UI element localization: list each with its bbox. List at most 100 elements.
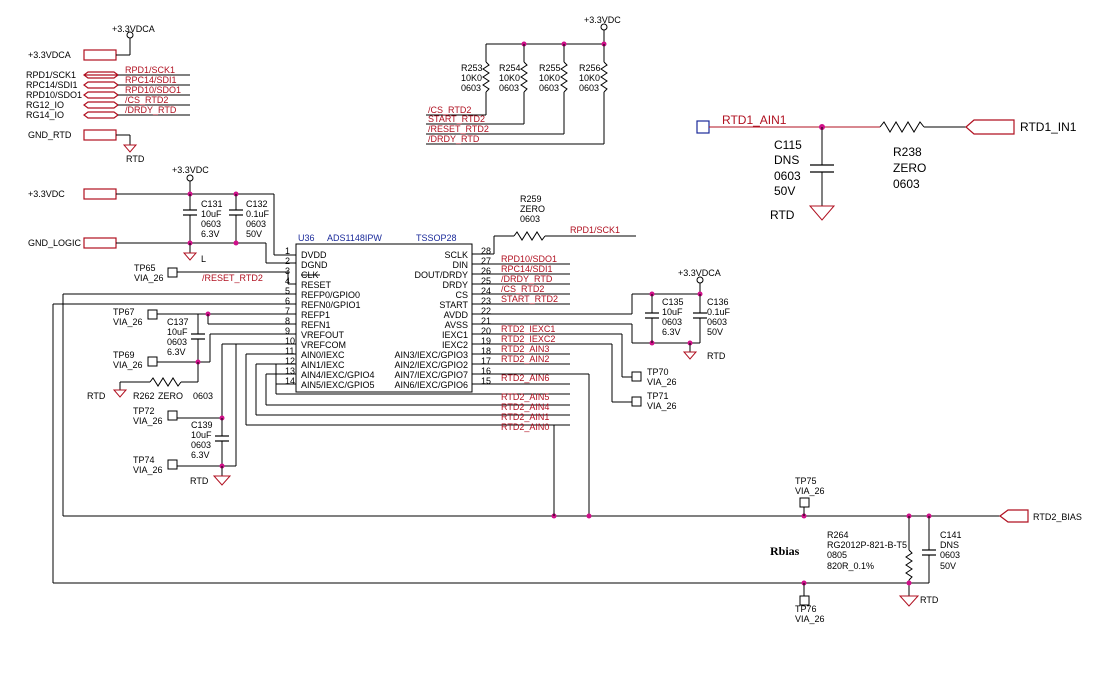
c141-pkg: 0603 bbox=[940, 550, 960, 560]
ic-pin-name: RESET bbox=[301, 280, 332, 290]
pullup-net-cs: /CS_RTD2 bbox=[428, 105, 471, 115]
ic-pin-number: 18 bbox=[481, 346, 491, 356]
ic-pin-number: 9 bbox=[285, 326, 290, 336]
ground-symbol bbox=[112, 389, 128, 398]
io-net-cs: /CS_RTD2 bbox=[125, 95, 168, 105]
ground-symbol bbox=[808, 205, 836, 221]
ic-pin-name: AIN1/IEXC bbox=[301, 360, 345, 370]
r259-val: ZERO bbox=[520, 204, 545, 214]
net-label-vdc-logic: +3.3VDC bbox=[172, 165, 209, 175]
ic-pin-number: 14 bbox=[285, 376, 295, 386]
ic-pin-name: AIN0/IEXC bbox=[301, 350, 345, 360]
tp67-ref: TP67 bbox=[113, 307, 135, 317]
c137-val: 10uF bbox=[167, 327, 188, 337]
rtd1-in1-port bbox=[965, 119, 1015, 135]
ain-lower-nets: RTD2_AIN5 RTD2_AIN4 RTD2_AIN1 RTD2_AIN0 bbox=[245, 353, 570, 432]
right-net-1: RPC14/SDI1 bbox=[501, 264, 553, 274]
ic-pin-number: 16 bbox=[481, 366, 491, 376]
ic-pin-number: 19 bbox=[481, 336, 491, 346]
ic-pin-number: 27 bbox=[481, 256, 491, 266]
ic-pin-name: AIN4/IEXC/GPIO4 bbox=[301, 370, 375, 380]
ic-right-nets: RPD10/SDO1 RPC14/SDI1 /DRDY_RTD /CS_RTD2… bbox=[472, 254, 632, 516]
ic-pin-number: 2 bbox=[285, 256, 290, 266]
io-label-sdi1: RPC14/SDI1 bbox=[26, 80, 78, 90]
ic-pin-name: AIN2/IEXC/GPIO2 bbox=[394, 360, 468, 370]
right-net-2: /DRDY_RTD bbox=[501, 274, 553, 284]
ground-symbol bbox=[682, 351, 698, 360]
io-net-sdo1: RPD10/SDO1 bbox=[125, 85, 181, 95]
pullup-net-start: START_RTD2 bbox=[428, 114, 485, 124]
r253-ref: R253 bbox=[461, 63, 483, 73]
ic-pin-name: IEXC1 bbox=[442, 330, 468, 340]
tp71-type: VIA_26 bbox=[647, 401, 677, 411]
r262-ref: R262 bbox=[133, 391, 155, 401]
c135-val: 10uF bbox=[662, 307, 683, 317]
tp74-type: VIA_26 bbox=[133, 465, 163, 475]
right-net-4: START_RTD2 bbox=[501, 294, 558, 304]
right-net-5: RTD2_IEXC1 bbox=[501, 324, 555, 334]
r238-val: ZERO bbox=[893, 161, 926, 175]
ic-pin-number: 23 bbox=[481, 296, 491, 306]
c131-val: 10uF bbox=[201, 209, 222, 219]
rbias-label: Rbias bbox=[770, 544, 800, 558]
digital-supply-section: +3.3VDC +3.3VDC C131 10uF 0603 6.3V C132… bbox=[28, 165, 296, 264]
lower-net-ain0: RTD2_AIN0 bbox=[501, 422, 549, 432]
r264-val: 820R_0.1% bbox=[827, 561, 874, 571]
right-net-3: /CS_RTD2 bbox=[501, 284, 544, 294]
rtd2-bias-label: RTD2_BIAS bbox=[1033, 512, 1082, 522]
right-net-0: RPD10/SDO1 bbox=[501, 254, 557, 264]
c139-ref: C139 bbox=[191, 420, 213, 430]
ic-pin-name: AIN7/IEXC/GPIO7 bbox=[394, 370, 468, 380]
r254-val: 10K0 bbox=[499, 73, 520, 83]
ic-part: ADS1148IPW bbox=[327, 233, 382, 243]
r255-ref: R255 bbox=[539, 63, 561, 73]
right-net-6: RTD2_IEXC2 bbox=[501, 334, 555, 344]
ic-pin-number: 26 bbox=[481, 266, 491, 276]
c115-volt: 50V bbox=[774, 184, 795, 198]
ground-symbol bbox=[212, 475, 232, 486]
rtd1-in1-label: RTD1_IN1 bbox=[1020, 120, 1077, 134]
io-label-rg14: RG14_IO bbox=[26, 110, 64, 120]
ic-pin-name: AIN3/IEXC/GPIO3 bbox=[394, 350, 468, 360]
io-net-drdy: /DRDY_RTD bbox=[125, 105, 177, 115]
r238-pkg: 0603 bbox=[893, 177, 920, 191]
c137-pkg: 0603 bbox=[167, 337, 187, 347]
r259-sclk: R259 ZERO 0603 RPD1/SCK1 bbox=[472, 194, 636, 255]
ic-pin-name: REFP0/GPIO0 bbox=[301, 290, 360, 300]
tp76-type: VIA_26 bbox=[795, 614, 825, 624]
net-label-rtd-c139: RTD bbox=[190, 476, 209, 486]
tp65-ref: TP65 bbox=[134, 263, 156, 273]
tp67-type: VIA_26 bbox=[113, 317, 143, 327]
ground-symbol bbox=[182, 252, 198, 261]
io-label-rg12: RG12_IO bbox=[26, 100, 64, 110]
ic-pin-number: 7 bbox=[285, 306, 290, 316]
c115-ref: C115 bbox=[774, 138, 802, 152]
ic-pin-number: 11 bbox=[285, 346, 294, 356]
reference-section: TP65 VIA_26 /RESET_RTD2 TP67 VIA_26 C137… bbox=[52, 263, 296, 583]
c141-ref: C141 bbox=[940, 530, 962, 540]
c132-pkg: 0603 bbox=[246, 219, 266, 229]
io-signal-rows: RPD1/SCK1 RPC14/SDI1 RPD10/SDO1 RG12_IO … bbox=[26, 65, 190, 120]
ic-pin-name: AVDD bbox=[444, 310, 469, 320]
rtd1-ain1-pin bbox=[696, 120, 710, 134]
right-net-8: RTD2_AIN2 bbox=[501, 354, 549, 364]
net-label-gnd-rtd: GND_RTD bbox=[28, 130, 72, 140]
c139-val: 10uF bbox=[191, 430, 212, 440]
ic-pin-number: 5 bbox=[285, 286, 290, 296]
rtd1-ain1-label: RTD1_AIN1 bbox=[722, 113, 787, 127]
ic-package: TSSOP28 bbox=[416, 233, 457, 243]
tp71-ref: TP71 bbox=[647, 391, 669, 401]
ic-pin-number: 21 bbox=[481, 316, 491, 326]
ic-pin-name: REFN1 bbox=[301, 320, 331, 330]
io-connector-group: +3.3VDCA +3.3VDCA RPD1/SCK1 RPC14/SDI1 R… bbox=[26, 24, 190, 164]
r264-pkg: 0805 bbox=[827, 550, 847, 560]
c132-ref: C132 bbox=[246, 199, 268, 209]
ic-pin-number: 8 bbox=[285, 316, 290, 326]
net-label-rtd-1: RTD bbox=[126, 154, 145, 164]
c137-volt: 6.3V bbox=[167, 347, 186, 357]
ic-pin-number: 12 bbox=[285, 356, 295, 366]
tp75-ref: TP75 bbox=[795, 476, 817, 486]
r259-net: RPD1/SCK1 bbox=[570, 225, 620, 235]
